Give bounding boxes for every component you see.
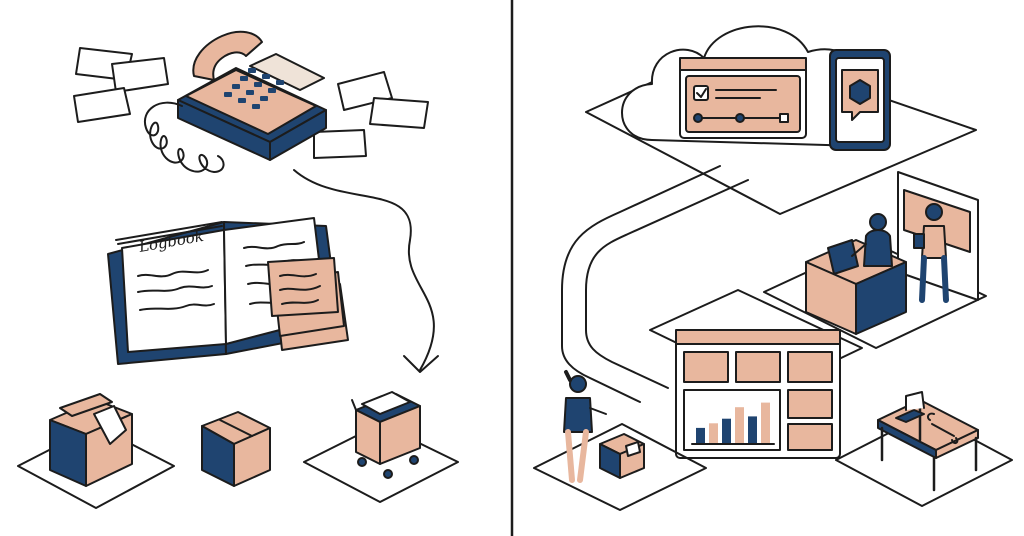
paper-note-icon xyxy=(111,57,169,93)
bar xyxy=(696,427,705,444)
bar xyxy=(709,423,718,444)
paper-note-icon xyxy=(369,97,429,129)
bar xyxy=(722,418,731,444)
smartphone-icon xyxy=(829,49,891,151)
box-station xyxy=(17,393,175,509)
scattered-notes xyxy=(73,47,429,159)
paper-note-icon xyxy=(73,87,131,123)
workbench-icon xyxy=(877,391,979,492)
tablet-icon xyxy=(913,233,925,249)
bar xyxy=(761,402,770,444)
checkbox-icon xyxy=(693,85,709,101)
bar xyxy=(735,407,744,444)
task-window xyxy=(679,57,807,139)
curved-arrow-icon xyxy=(293,169,439,373)
workflow-path-inner xyxy=(561,165,721,403)
paper-note-icon xyxy=(313,129,367,159)
cart-station xyxy=(303,391,459,503)
workflow-path xyxy=(585,179,749,389)
shipping-platform xyxy=(533,423,707,511)
laptop-icon xyxy=(895,409,925,423)
person-icon xyxy=(913,203,949,303)
cube-icon xyxy=(849,79,871,105)
box-icon xyxy=(599,433,645,479)
cart-icon xyxy=(351,391,421,479)
bar-chart xyxy=(696,402,770,444)
wrench-icon xyxy=(926,412,959,445)
box-label-icon xyxy=(59,393,113,417)
bar xyxy=(748,416,757,444)
laptop-icon xyxy=(827,239,859,275)
phone-cord xyxy=(143,101,225,173)
person-icon xyxy=(563,370,607,483)
sticky-note-icon xyxy=(267,257,339,317)
person-icon xyxy=(851,213,893,267)
sticky-notes-stack xyxy=(267,257,349,351)
telephone-icon xyxy=(143,30,327,173)
box-icon xyxy=(201,411,271,487)
dashboard-icon xyxy=(675,329,841,459)
